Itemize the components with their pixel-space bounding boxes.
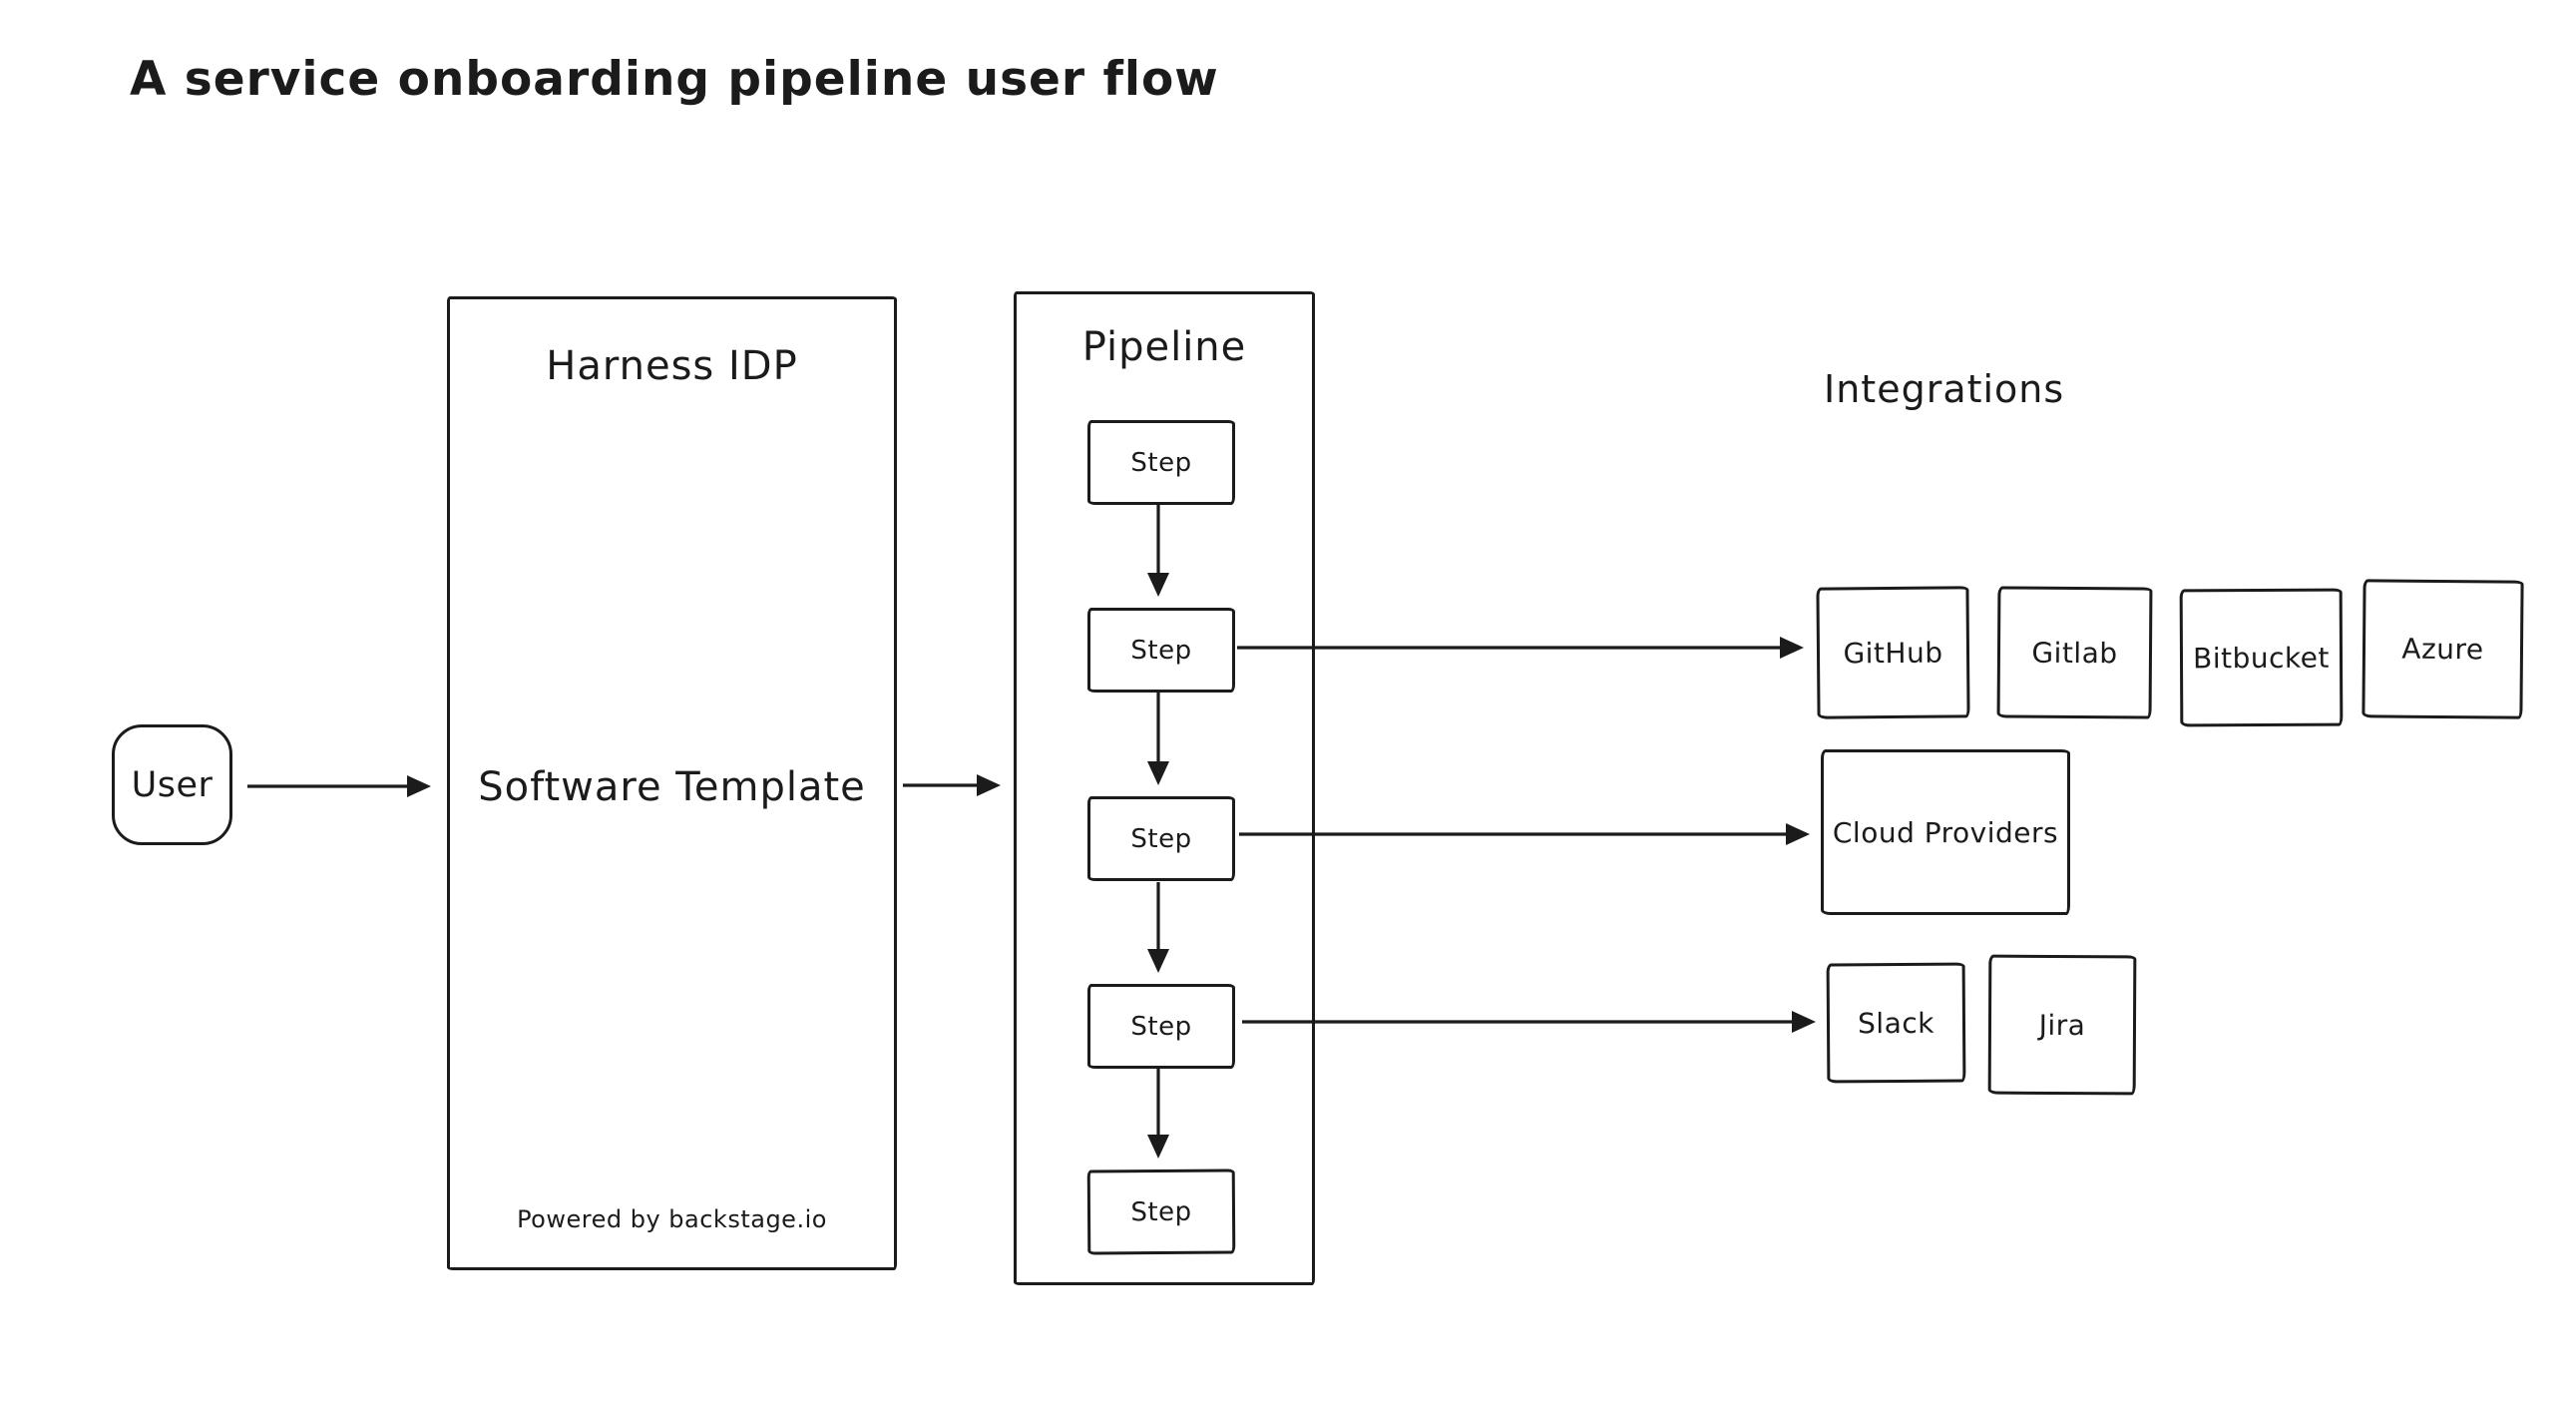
pipeline-step-3-label: Step	[1130, 823, 1192, 854]
software-template-label: Software Template	[478, 764, 866, 810]
azure-node-label: Azure	[2401, 632, 2484, 667]
pipeline-step-2-label: Step	[1130, 635, 1192, 666]
pipeline-step-4-label: Step	[1130, 1011, 1192, 1042]
cloud-providers-node: Cloud Providers	[1821, 749, 2070, 915]
gitlab-node: Gitlab	[1996, 586, 2153, 719]
harness-idp-title: Harness IDP	[546, 343, 798, 389]
pipeline-step-5: Step	[1086, 1168, 1236, 1255]
jira-node: Jira	[1987, 954, 2137, 1096]
user-node-label: User	[131, 764, 214, 805]
backstage-footer-label: Powered by backstage.io	[517, 1205, 827, 1233]
pipeline-step-1: Step	[1087, 420, 1235, 505]
pipeline-step-3: Step	[1087, 796, 1235, 881]
azure-node: Azure	[2361, 579, 2524, 719]
diagram-title: A service onboarding pipeline user flow	[130, 52, 1219, 107]
gitlab-node-label: Gitlab	[2031, 636, 2118, 670]
bitbucket-node: Bitbucket	[2179, 588, 2344, 727]
pipeline-step-5-label: Step	[1130, 1196, 1192, 1227]
pipeline-step-1-label: Step	[1130, 447, 1192, 478]
pipeline-title: Pipeline	[1081, 324, 1247, 370]
github-node: GitHub	[1816, 586, 1970, 719]
integrations-title: Integrations	[1824, 367, 2065, 411]
cloud-providers-node-label: Cloud Providers	[1832, 815, 2059, 849]
user-node: User	[112, 724, 232, 845]
bitbucket-node-label: Bitbucket	[2193, 641, 2330, 675]
pipeline-step-4: Step	[1087, 984, 1235, 1069]
slack-node: Slack	[1826, 962, 1966, 1084]
pipeline-step-2: Step	[1087, 608, 1235, 693]
harness-idp-node: Harness IDP Software Template Powered by…	[447, 296, 897, 1270]
slack-node-label: Slack	[1857, 1006, 1935, 1040]
github-node-label: GitHub	[1843, 636, 1943, 670]
jira-node-label: Jira	[2038, 1008, 2086, 1042]
pipeline-node: Pipeline Step Step Step Step Step	[1014, 291, 1315, 1285]
